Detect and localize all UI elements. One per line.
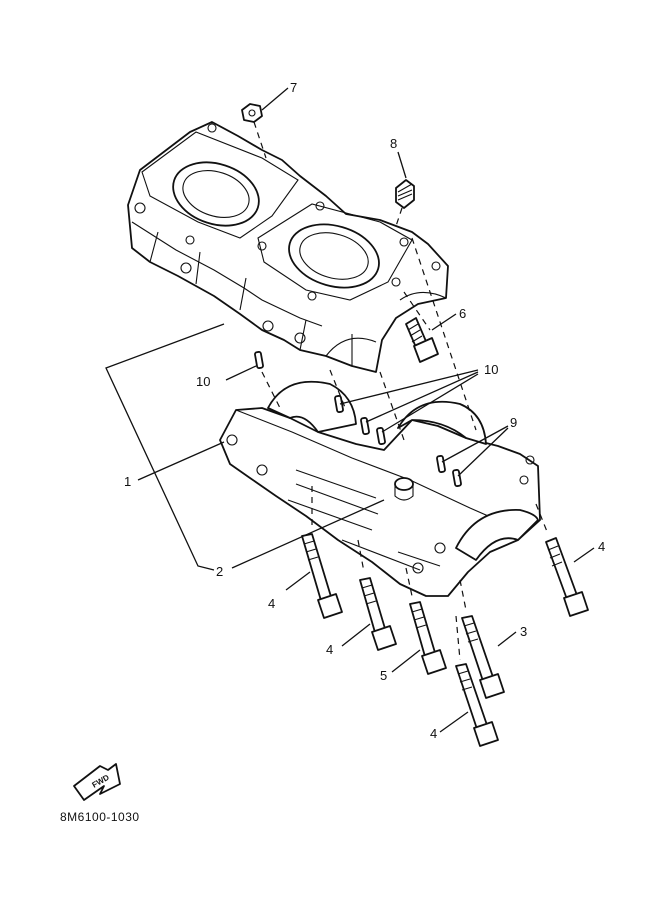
lower-crankcase <box>219 380 541 597</box>
callout-2: 2 <box>216 564 223 579</box>
callout-1: 1 <box>124 474 131 489</box>
bolt-part-6 <box>405 317 439 363</box>
callout-labels: 7 8 6 10 10 9 1 2 4 4 4 4 5 3 <box>124 80 605 741</box>
bolts-bottom <box>301 533 589 747</box>
callout-3: 3 <box>520 624 527 639</box>
callout-8: 8 <box>390 136 397 151</box>
callout-6: 6 <box>459 306 466 321</box>
part-code: 8M6100-1030 <box>60 810 140 824</box>
callout-7: 7 <box>290 80 297 95</box>
forward-direction-arrow: FWD <box>73 763 121 801</box>
stud-part-8 <box>395 179 415 209</box>
callout-9: 9 <box>510 415 517 430</box>
callout-10-right: 10 <box>484 362 498 377</box>
callout-5: 5 <box>380 668 387 683</box>
callout-4-c: 4 <box>430 726 437 741</box>
callout-4-b: 4 <box>326 642 333 657</box>
dowel-pins <box>254 351 462 487</box>
nut-part-7 <box>241 103 263 123</box>
callout-10-left: 10 <box>196 374 210 389</box>
callout-4-a: 4 <box>268 596 275 611</box>
upper-crankcase <box>127 121 449 373</box>
callout-4-d: 4 <box>598 539 605 554</box>
leader-lines <box>105 87 595 733</box>
